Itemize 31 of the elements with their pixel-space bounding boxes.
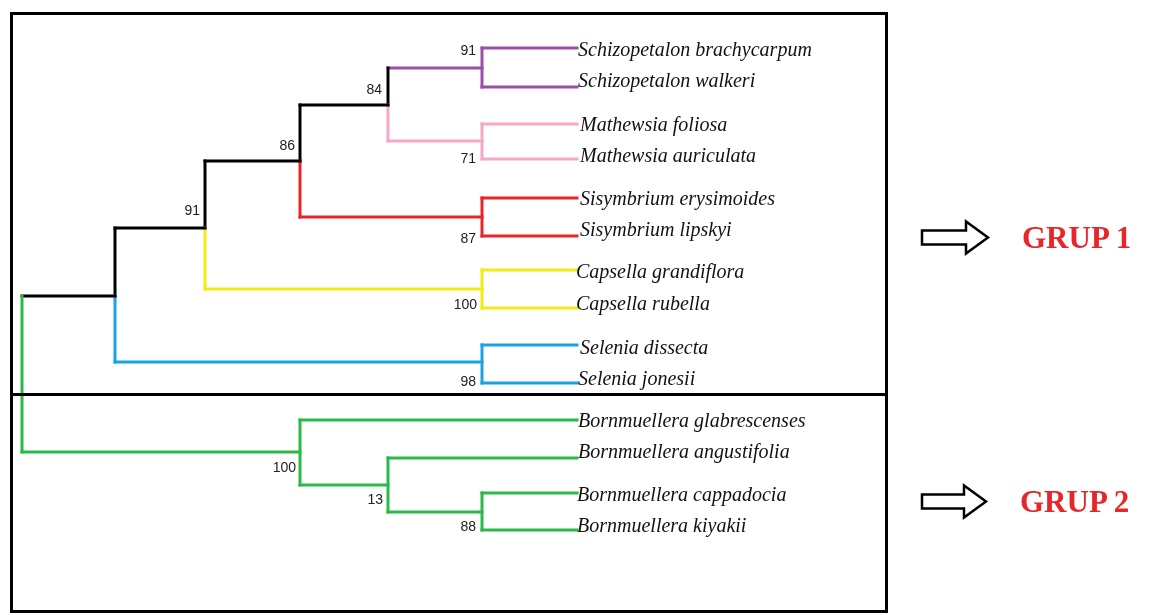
bootstrap-value: 98 — [460, 374, 476, 388]
group-frame — [10, 393, 888, 613]
bootstrap-value: 87 — [460, 231, 476, 245]
bootstrap-value: 100 — [453, 297, 477, 311]
taxon-name: Sisymbrium lipskyi — [580, 219, 732, 239]
taxon-name: Selenia dissecta — [580, 337, 709, 357]
group-frame — [10, 12, 888, 396]
group-label: GRUP 1 — [1022, 222, 1132, 253]
taxon-name: Sisymbrium erysimoides — [580, 188, 775, 208]
taxon-name: Bornmuellera glabrescenses — [578, 410, 806, 430]
block-arrow — [920, 483, 989, 520]
taxon-name: Bornmuellera kiyakii — [577, 515, 747, 535]
taxon-name: Mathewsia auriculata — [580, 145, 757, 165]
group-label: GRUP 2 — [1020, 486, 1130, 517]
taxon-name: Selenia jonesii — [578, 368, 696, 388]
taxon-name: Bornmuellera cappadocia — [577, 484, 787, 504]
bootstrap-value: 86 — [279, 138, 295, 152]
bootstrap-value: 84 — [366, 82, 382, 96]
bootstrap-value: 91 — [184, 203, 200, 217]
taxon-name: Capsella grandiflora — [576, 261, 745, 281]
bootstrap-value: 71 — [460, 151, 476, 165]
taxon-name: Schizopetalon brachycarpum — [578, 39, 812, 59]
taxon-name: Mathewsia foliosa — [580, 114, 728, 134]
bootstrap-value: 13 — [367, 492, 383, 506]
block-arrow — [920, 219, 991, 256]
bootstrap-value: 88 — [460, 519, 476, 533]
bootstrap-value: 91 — [460, 43, 476, 57]
taxon-name: Schizopetalon walkeri — [578, 70, 756, 90]
taxon-name: Bornmuellera angustifolia — [578, 441, 790, 461]
bootstrap-value: 100 — [272, 460, 296, 474]
taxon-name: Capsella rubella — [576, 293, 710, 313]
